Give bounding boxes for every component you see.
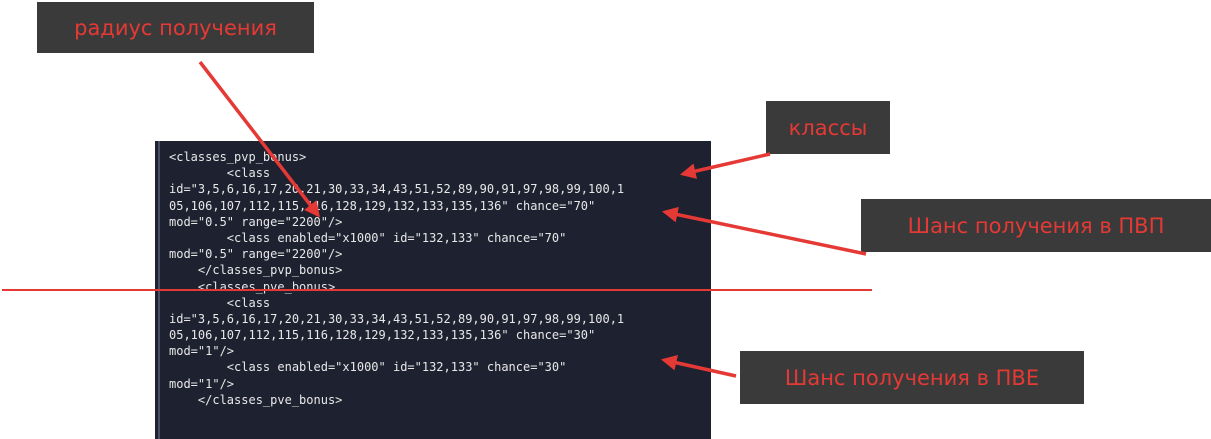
arrow-radius — [198, 60, 320, 218]
code-line: </classes_pve_bonus> — [169, 392, 343, 407]
callout-pve-chance: Шанс получения в ПВЕ — [740, 351, 1084, 404]
code-line: <class enabled="x1000" id="132,133" chan… — [169, 230, 567, 245]
code-line: mod="1"/> — [169, 344, 235, 359]
callout-classes: классы — [766, 101, 890, 154]
callout-classes-label: классы — [788, 115, 868, 140]
callout-radius: радиус получения — [37, 2, 314, 53]
code-line: 05,106,107,112,115,116,128,129,132,133,1… — [169, 198, 596, 213]
callout-pvp-chance-label: Шанс получения в ПВП — [907, 213, 1165, 238]
code-line: mod="0.5" range="2200"/> — [169, 247, 343, 262]
code-line: 05,106,107,112,115,116,128,129,132,133,1… — [169, 328, 596, 343]
code-line: <class enabled="x1000" id="132,133" chan… — [169, 360, 567, 375]
code-line: <class — [169, 295, 271, 310]
code-lines: <classes_pvp_bonus> <class id="3,5,6,16,… — [169, 149, 624, 408]
code-line: <class — [169, 166, 271, 181]
code-line: mod="1"/> — [169, 376, 235, 391]
code-line: id="3,5,6,16,17,20,21,30,33,34,43,51,52,… — [169, 182, 625, 197]
arrow-classes — [679, 152, 771, 179]
code-line: </classes_pvp_bonus> — [169, 263, 343, 278]
callout-pve-chance-label: Шанс получения в ПВЕ — [784, 365, 1040, 390]
callout-pvp-chance: Шанс получения в ПВП — [861, 199, 1211, 252]
callout-radius-label: радиус получения — [74, 15, 277, 40]
code-line: id="3,5,6,16,17,20,21,30,33,34,43,51,52,… — [169, 311, 625, 326]
arrow-pve-chance — [660, 355, 737, 378]
arrow-pvp-chance — [661, 206, 867, 256]
code-line: mod="0.5" range="2200"/> — [169, 214, 343, 229]
